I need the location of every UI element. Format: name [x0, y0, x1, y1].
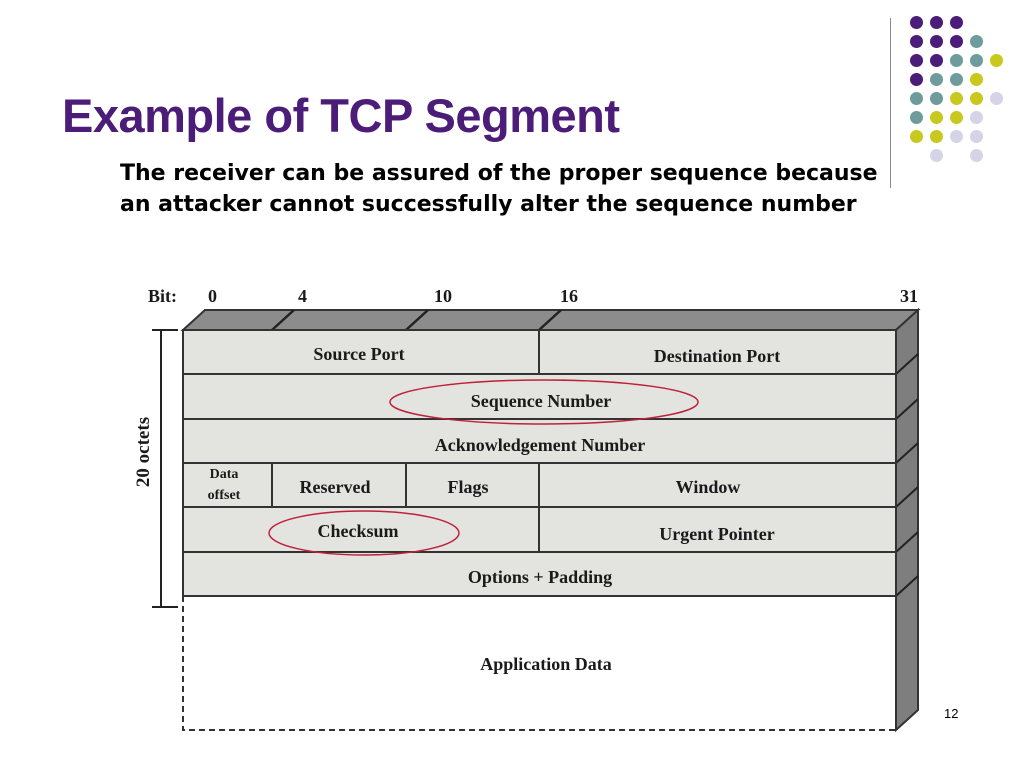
decor-dot	[950, 16, 963, 29]
decor-dot	[910, 130, 923, 143]
field-window: Window	[676, 477, 741, 497]
field-source-port: Source Port	[313, 344, 404, 364]
page-number: 12	[944, 706, 959, 721]
decor-dot	[950, 54, 963, 67]
right-face-divider	[895, 353, 919, 375]
decor-dot	[930, 92, 943, 105]
bit-mark-4: 4	[298, 286, 307, 306]
decorative-dot-grid	[900, 12, 1020, 182]
decor-dot	[930, 111, 943, 124]
decor-dot	[910, 16, 923, 29]
decor-dot	[910, 54, 923, 67]
field-application-data: Application Data	[480, 654, 612, 674]
decor-dot	[930, 149, 943, 162]
right-face-divider	[895, 486, 919, 508]
bit-label: Bit:	[148, 286, 177, 306]
decor-dot	[930, 16, 943, 29]
field-flags: Flags	[447, 477, 488, 497]
decor-dot	[910, 111, 923, 124]
top-face-divider	[538, 309, 562, 331]
decor-dot	[930, 73, 943, 86]
decor-dot	[930, 54, 943, 67]
decor-dot	[990, 54, 1003, 67]
decor-dot	[950, 111, 963, 124]
bracket-label-bg	[128, 406, 158, 498]
decor-dot	[910, 92, 923, 105]
field-data-offset-line1: Data	[210, 467, 239, 482]
right-face-divider	[895, 575, 919, 597]
top-face-divider	[271, 309, 295, 331]
field-checksum: Checksum	[317, 521, 398, 541]
decor-dot	[910, 35, 923, 48]
application-data-area	[182, 596, 896, 731]
right-face-divider	[895, 442, 919, 464]
slide-subtitle: The receiver can be assured of the prope…	[120, 161, 878, 217]
field-acknowledgement-number: Acknowledgement Number	[435, 435, 645, 455]
side-label-20-octets: 20 octets	[133, 417, 154, 487]
field-options-padding: Options + Padding	[468, 567, 612, 587]
slide-title: Example of TCP Segment	[62, 89, 620, 142]
decor-dot	[970, 111, 983, 124]
decor-dot	[910, 73, 923, 86]
highlight-checksum	[268, 510, 460, 556]
decor-dot	[990, 92, 1003, 105]
decor-dot	[950, 92, 963, 105]
field-urgent-pointer: Urgent Pointer	[659, 524, 774, 544]
tcp-segment-diagram: Bit: 0 4 10 16 31 Source Port	[120, 278, 930, 745]
field-data-offset-line2: offset	[208, 488, 241, 503]
decor-dot	[930, 130, 943, 143]
field-reserved: Reserved	[300, 477, 371, 497]
diagram-right-face	[895, 307, 919, 733]
decor-dot	[970, 149, 983, 162]
decor-dot	[970, 35, 983, 48]
decorative-divider	[890, 18, 891, 188]
decor-dot	[950, 130, 963, 143]
bit-mark-10: 10	[434, 286, 452, 306]
bit-mark-16: 16	[560, 286, 578, 306]
decor-dot	[950, 73, 963, 86]
top-face-divider	[405, 309, 429, 331]
field-destination-port: Destination Port	[654, 346, 780, 366]
decor-dot	[970, 54, 983, 67]
decor-dot	[930, 35, 943, 48]
decor-dot	[970, 73, 983, 86]
bit-mark-31: 31	[900, 286, 918, 306]
decor-dot	[970, 130, 983, 143]
bit-mark-0: 0	[208, 286, 217, 306]
field-sequence-number: Sequence Number	[471, 391, 612, 411]
decor-dot	[970, 92, 983, 105]
decor-dot	[950, 35, 963, 48]
right-face-divider	[895, 398, 919, 420]
highlight-sequence-number	[389, 379, 699, 425]
right-face-divider	[895, 531, 919, 553]
